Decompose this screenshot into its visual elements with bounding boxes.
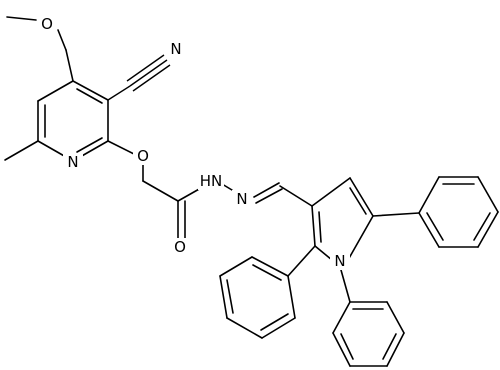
bond-double-c4-c5 <box>349 187 367 215</box>
phenyl-n1-double-3 <box>340 333 354 360</box>
phenyl-n1-bond-3 <box>386 332 405 367</box>
bond-o-ch2 <box>57 29 67 51</box>
bond-c3-c4 <box>311 177 351 207</box>
bond-n1-phenyl <box>340 269 351 303</box>
phenyl-n1-bond-2 <box>386 301 405 334</box>
phenyl-c2-double-3 <box>252 264 282 281</box>
bond-triple-1 <box>129 59 168 87</box>
bond-c3-cn <box>107 85 131 101</box>
bond-n-ch-double-1 <box>253 182 280 198</box>
bond-ch2-co <box>142 180 179 202</box>
bond-c5-n1 <box>347 215 374 261</box>
pyridine-ring <box>37 80 109 162</box>
phenyl-c5-bond-1 <box>418 176 440 214</box>
bond-ch2-ring <box>65 49 74 82</box>
atom-n-imine: N <box>236 190 247 208</box>
atom-o-carbonyl: O <box>174 238 186 256</box>
pyrrole-ring <box>311 177 374 261</box>
phenyl-c2-double-2 <box>226 279 234 314</box>
atom-bg-n-pyridine <box>63 153 83 171</box>
phenyl-ring-n1 <box>332 269 405 367</box>
phenyl-c2-bond-3 <box>226 317 263 339</box>
phenyl-c2-double-1 <box>260 313 289 331</box>
phenyl-n1-bond-6 <box>332 301 351 334</box>
bond-c5-c4 <box>37 80 74 102</box>
nitrile-group <box>107 54 171 101</box>
phenyl-c2-bond-6 <box>251 256 289 277</box>
atom-labels: O N N O HN N O N <box>37 15 350 270</box>
atom-bg-n-nitrile <box>166 40 186 58</box>
bond-c4-c3 <box>72 80 109 101</box>
bond-c4-c5 <box>349 177 374 217</box>
bond-triple-3 <box>132 64 171 92</box>
bond-n-ch-double-2 <box>255 188 283 204</box>
bond-triple-2 <box>126 54 165 82</box>
bond-n1-c2 <box>314 245 333 261</box>
atom-bg-n-imine <box>232 190 252 208</box>
atom-n-pyridine: N <box>67 153 78 171</box>
bond-co-nh <box>177 187 202 202</box>
atom-n-pyrrole: N <box>334 252 345 270</box>
phenyl-c2-bond-2 <box>261 317 296 339</box>
phenyl-c5-bond-4 <box>477 211 499 248</box>
phenyl-c5-bond-3 <box>477 176 499 213</box>
atom-bg-nh-hydrazide <box>198 172 224 190</box>
phenyl-n1-double-2 <box>382 333 397 360</box>
phenyl-c5-double-3 <box>426 212 444 241</box>
bond-c2-c3 <box>311 205 316 247</box>
atom-bg-o-ether <box>133 147 153 165</box>
atom-bg-o-carbonyl <box>170 238 190 256</box>
bond-c2-o <box>107 140 135 155</box>
bond-c2-phenyl <box>287 245 316 277</box>
bond-c6-methyl <box>4 140 39 161</box>
methoxymethyl-group <box>6 16 74 82</box>
phenyl-c2-bond-1 <box>287 275 296 319</box>
phenyl-ring-c5 <box>372 176 499 248</box>
bond-double-c2-c3 <box>318 211 322 243</box>
bond-double-c4-c3 <box>76 88 103 104</box>
atom-bg-n-pyrrole <box>330 252 350 270</box>
phenyl-c5-bond-6 <box>418 212 440 248</box>
phenyl-ring-c2 <box>219 245 316 339</box>
bond-methyl-o <box>6 16 37 21</box>
atom-o-methoxy: O <box>41 15 53 33</box>
bond-ch-pyrrole <box>279 185 313 207</box>
phenyl-c5-double-2 <box>473 212 491 241</box>
atom-o-ether: O <box>137 147 149 165</box>
atom-n-nitrile: N <box>170 40 181 58</box>
linker-chain <box>107 140 313 239</box>
bond-c5-phenyl <box>372 212 420 217</box>
atom-nh-hydrazide: HN <box>200 172 223 190</box>
bond-double-c2-n1 <box>76 137 103 153</box>
phenyl-n1-bond-5 <box>332 332 351 367</box>
atom-bg-o-methoxy <box>37 15 57 33</box>
phenyl-c2-bond-4 <box>219 275 228 319</box>
phenyl-c2-bond-5 <box>219 256 253 277</box>
